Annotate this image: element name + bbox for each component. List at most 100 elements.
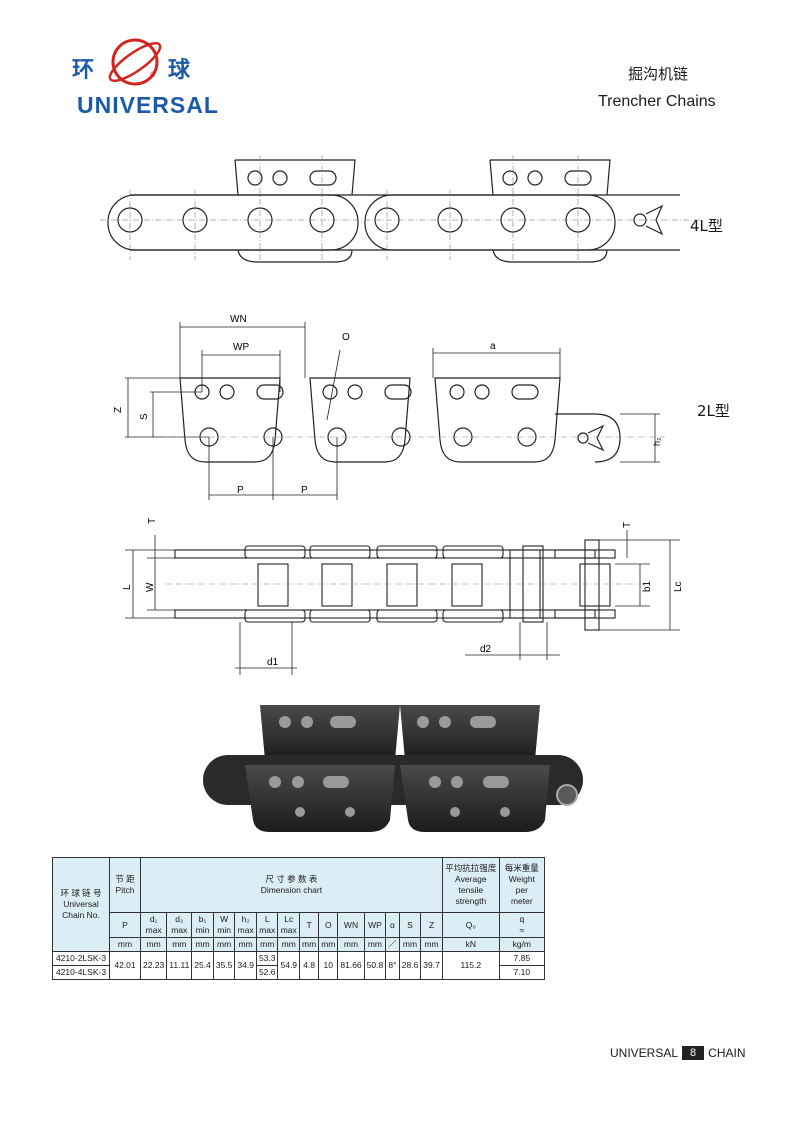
unit-cell: kN xyxy=(441,937,500,952)
dim-label-h2: h₂ xyxy=(652,437,662,446)
cell-p: 42.01 xyxy=(109,951,141,980)
symbol-qualifier: min xyxy=(195,925,210,935)
symbol-cell: P xyxy=(109,912,141,938)
cell-b1: 25.4 xyxy=(191,951,214,980)
cell-alpha: 8° xyxy=(385,951,400,980)
unit-cell: mm xyxy=(255,937,279,952)
th-weight-en3: meter xyxy=(510,896,533,906)
cell-wn: 81.66 xyxy=(337,951,365,980)
symbol-label: P xyxy=(122,919,128,930)
unit-cell: mm xyxy=(420,937,443,952)
symbol-label: q xyxy=(519,914,525,924)
symbol-qualifier: max xyxy=(145,925,162,935)
dim-label-z: Z xyxy=(113,407,124,413)
cell-l: 53.3 xyxy=(255,951,279,966)
symbol-cell: Q₀ xyxy=(441,912,500,938)
dim-label-l: L xyxy=(122,584,133,590)
cell-q: 7.85 xyxy=(498,951,545,966)
th-weight-en1: Weight xyxy=(508,874,535,884)
symbol-label: b₁ xyxy=(198,914,207,924)
symbol-label: Q₀ xyxy=(465,919,476,930)
symbol-label: Z xyxy=(428,919,435,930)
symbol-label: d₁ xyxy=(149,914,158,924)
unit-cell: ／ xyxy=(385,937,400,952)
symbol-label: T xyxy=(306,919,312,930)
cell-q0: 115.2 xyxy=(441,951,500,980)
th-pitch-cn: 节 距 xyxy=(115,874,135,884)
page-title-english: Trencher Chains xyxy=(598,93,716,110)
cell-s: 28.6 xyxy=(398,951,422,980)
th-dim-en: Dimension chart xyxy=(260,885,323,895)
th-chain-no-cn: 环 球 链 号 xyxy=(60,888,102,898)
symbol-qualifier: ≈ xyxy=(519,925,525,935)
cell-d2: 11.11 xyxy=(166,951,193,980)
symbol-qualifier: max xyxy=(259,925,276,935)
unit-cell: mm xyxy=(337,937,365,952)
dim-label-o: O xyxy=(342,332,350,343)
symbol-label: L xyxy=(264,914,270,924)
unit-cell: mm xyxy=(212,937,236,952)
cell-t: 4.8 xyxy=(299,951,320,980)
dim-label-w: W xyxy=(145,582,156,592)
th-tensile-en2: tensile xyxy=(458,885,484,895)
registered-mark: ® xyxy=(150,72,156,79)
symbol-label: Lc xyxy=(284,914,294,924)
unit-cell: mm xyxy=(191,937,214,952)
symbol-label: WP xyxy=(368,919,382,930)
unit-cell: mm xyxy=(398,937,422,952)
cell-d1: 22.23 xyxy=(139,951,168,980)
page-title-chinese: 掘沟机链 xyxy=(628,65,689,83)
trencher-chain-4l-drawing xyxy=(100,155,700,263)
symbol-cell: WP xyxy=(363,912,387,938)
dim-label-s: S xyxy=(139,413,150,420)
cell-z: 39.7 xyxy=(420,951,443,980)
th-chain-no-en2: Chain No. xyxy=(62,910,100,920)
symbol-label: WN xyxy=(343,919,359,930)
symbol-qualifier: max xyxy=(280,925,297,935)
symbol-cell: α xyxy=(385,912,400,938)
unit-cell: mm xyxy=(318,937,339,952)
th-weight-cn: 每米重量 xyxy=(504,863,539,873)
dim-label-wn: WN xyxy=(230,314,247,325)
symbol-label: S xyxy=(407,919,413,930)
th-tensile-en1: Average xyxy=(455,874,487,884)
unit-cell: mm xyxy=(166,937,193,952)
cell-chain-no: 4210-4LSK-3 xyxy=(52,965,110,980)
unit-cell: kg/m xyxy=(498,937,545,952)
symbol-cell: O xyxy=(318,912,339,938)
dim-label-p1: P xyxy=(237,485,244,496)
dim-label-wp: WP xyxy=(233,342,249,353)
symbol-label: W xyxy=(220,914,229,924)
dim-label-t-left: T xyxy=(147,518,158,524)
unit-cell: mm xyxy=(109,937,141,952)
dim-label-b1: b1 xyxy=(642,580,653,592)
dim-label-t-right: T xyxy=(622,522,633,528)
type-label-4l: 4L型 xyxy=(690,217,723,235)
cell-o: 10 xyxy=(318,951,339,980)
cell-chain-no: 4210-2LSK-3 xyxy=(52,951,110,966)
symbol-qualifier: min xyxy=(217,925,231,935)
symbol-qualifier: max xyxy=(237,925,254,935)
dim-label-p2: P xyxy=(301,485,308,496)
symbol-qualifier: max xyxy=(171,925,188,935)
th-tensile-en3: strength xyxy=(455,896,487,906)
page-number: 8 xyxy=(682,1046,705,1060)
unit-cell: mm xyxy=(139,937,168,952)
dim-label-d2: d2 xyxy=(480,644,492,655)
cell-w: 35.5 xyxy=(212,951,236,980)
chain-product-photo xyxy=(203,705,583,832)
symbol-cell: WN xyxy=(337,912,365,938)
chain-side-view-drawing: T T L W b1 Lc d1 d2 xyxy=(122,518,684,675)
footer-chain: CHAIN xyxy=(708,1046,746,1060)
th-pitch-en: Pitch xyxy=(115,885,135,895)
dim-label-d1: d1 xyxy=(267,657,279,668)
cell-wp: 50.8 xyxy=(363,951,387,980)
symbol-label: α xyxy=(390,919,395,930)
page-footer: UNIVERSAL 8 CHAIN xyxy=(610,1046,746,1060)
cell-h2: 34.9 xyxy=(234,951,257,980)
